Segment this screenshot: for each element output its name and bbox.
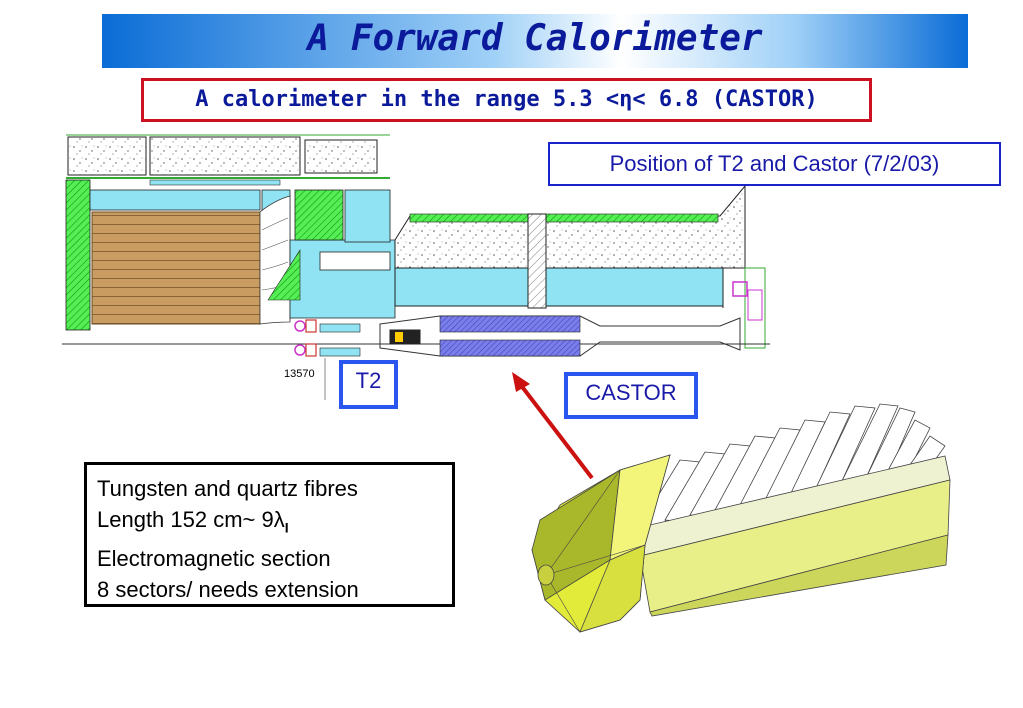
hcal-block: [91, 195, 291, 325]
info-line-section: Electromagnetic section: [97, 546, 331, 572]
t2-label: T2: [355, 368, 382, 393]
info-length-subscript: I: [284, 519, 289, 536]
position-label-box: Position of T2 and Castor (7/2/03): [548, 142, 1001, 186]
subtitle-text: A calorimeter in the range 5.3 <η< 6.8 (…: [195, 87, 818, 112]
castor-illustration: [531, 403, 951, 633]
title-bar: A Forward Calorimeter: [102, 14, 968, 68]
beam-line: [62, 315, 770, 400]
info-line-length: Length 152 cm~ 9λI: [97, 504, 452, 543]
subtitle-box: A calorimeter in the range 5.3 <η< 6.8 (…: [141, 78, 872, 122]
info-length-text: Length 152 cm~ 9λ: [97, 507, 285, 532]
castor-label-box: CASTOR: [564, 372, 698, 419]
drawing-number: 13570: [284, 368, 315, 380]
info-box: Tungsten and quartz fibres Length 152 cm…: [84, 462, 455, 607]
central-structure: [267, 189, 396, 319]
info-line-material: Tungsten and quartz fibres: [97, 476, 358, 501]
page-title: A Forward Calorimeter: [307, 18, 763, 59]
position-label: Position of T2 and Castor (7/2/03): [609, 151, 940, 176]
t2-label-box: T2: [339, 360, 398, 409]
tunnel-structure: [394, 184, 766, 349]
castor-label: CASTOR: [585, 380, 677, 405]
pointer-arrow: [512, 372, 594, 480]
info-line-sectors: 8 sectors/ needs extension: [97, 577, 359, 603]
shielding-blocks: [66, 134, 390, 186]
